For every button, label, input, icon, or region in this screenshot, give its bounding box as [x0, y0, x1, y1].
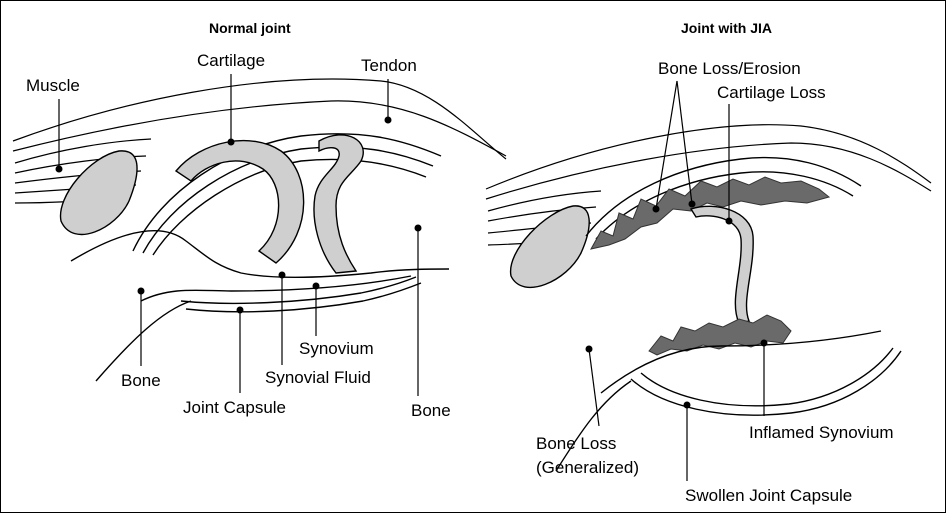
- label-inflamed-synovium: Inflamed Synovium: [749, 423, 894, 442]
- normal-joint-title: Normal joint: [209, 20, 291, 36]
- label-bone-loss-generalized-2: (Generalized): [536, 458, 639, 477]
- muscle-belly: [61, 151, 138, 235]
- cartilage-left: [176, 141, 304, 263]
- label-bone-right: Bone: [411, 401, 451, 420]
- jia-muscle-belly: [511, 206, 590, 288]
- jia-joint-title: Joint with JIA: [681, 20, 772, 36]
- jia-joint-panel: Joint with JIA: [486, 20, 931, 505]
- label-joint-capsule: Joint Capsule: [183, 398, 286, 417]
- label-bone-left: Bone: [121, 371, 161, 390]
- jia-cartilage: [691, 206, 753, 323]
- label-bone-loss-generalized-1: Bone Loss: [536, 434, 616, 453]
- label-cartilage-loss: Cartilage Loss: [717, 83, 826, 102]
- cartilage-right: [314, 135, 363, 273]
- label-synovium: Synovium: [299, 339, 374, 358]
- label-muscle: Muscle: [26, 76, 80, 95]
- inflamed-synovium-lower: [649, 315, 791, 355]
- normal-joint-panel: Normal joint: [13, 20, 506, 420]
- label-synovial-fluid: Synovial Fluid: [265, 368, 371, 387]
- label-swollen-joint-capsule: Swollen Joint Capsule: [685, 486, 852, 505]
- label-cartilage: Cartilage: [197, 51, 265, 70]
- label-bone-loss-erosion: Bone Loss/Erosion: [658, 59, 801, 78]
- label-tendon: Tendon: [361, 56, 417, 75]
